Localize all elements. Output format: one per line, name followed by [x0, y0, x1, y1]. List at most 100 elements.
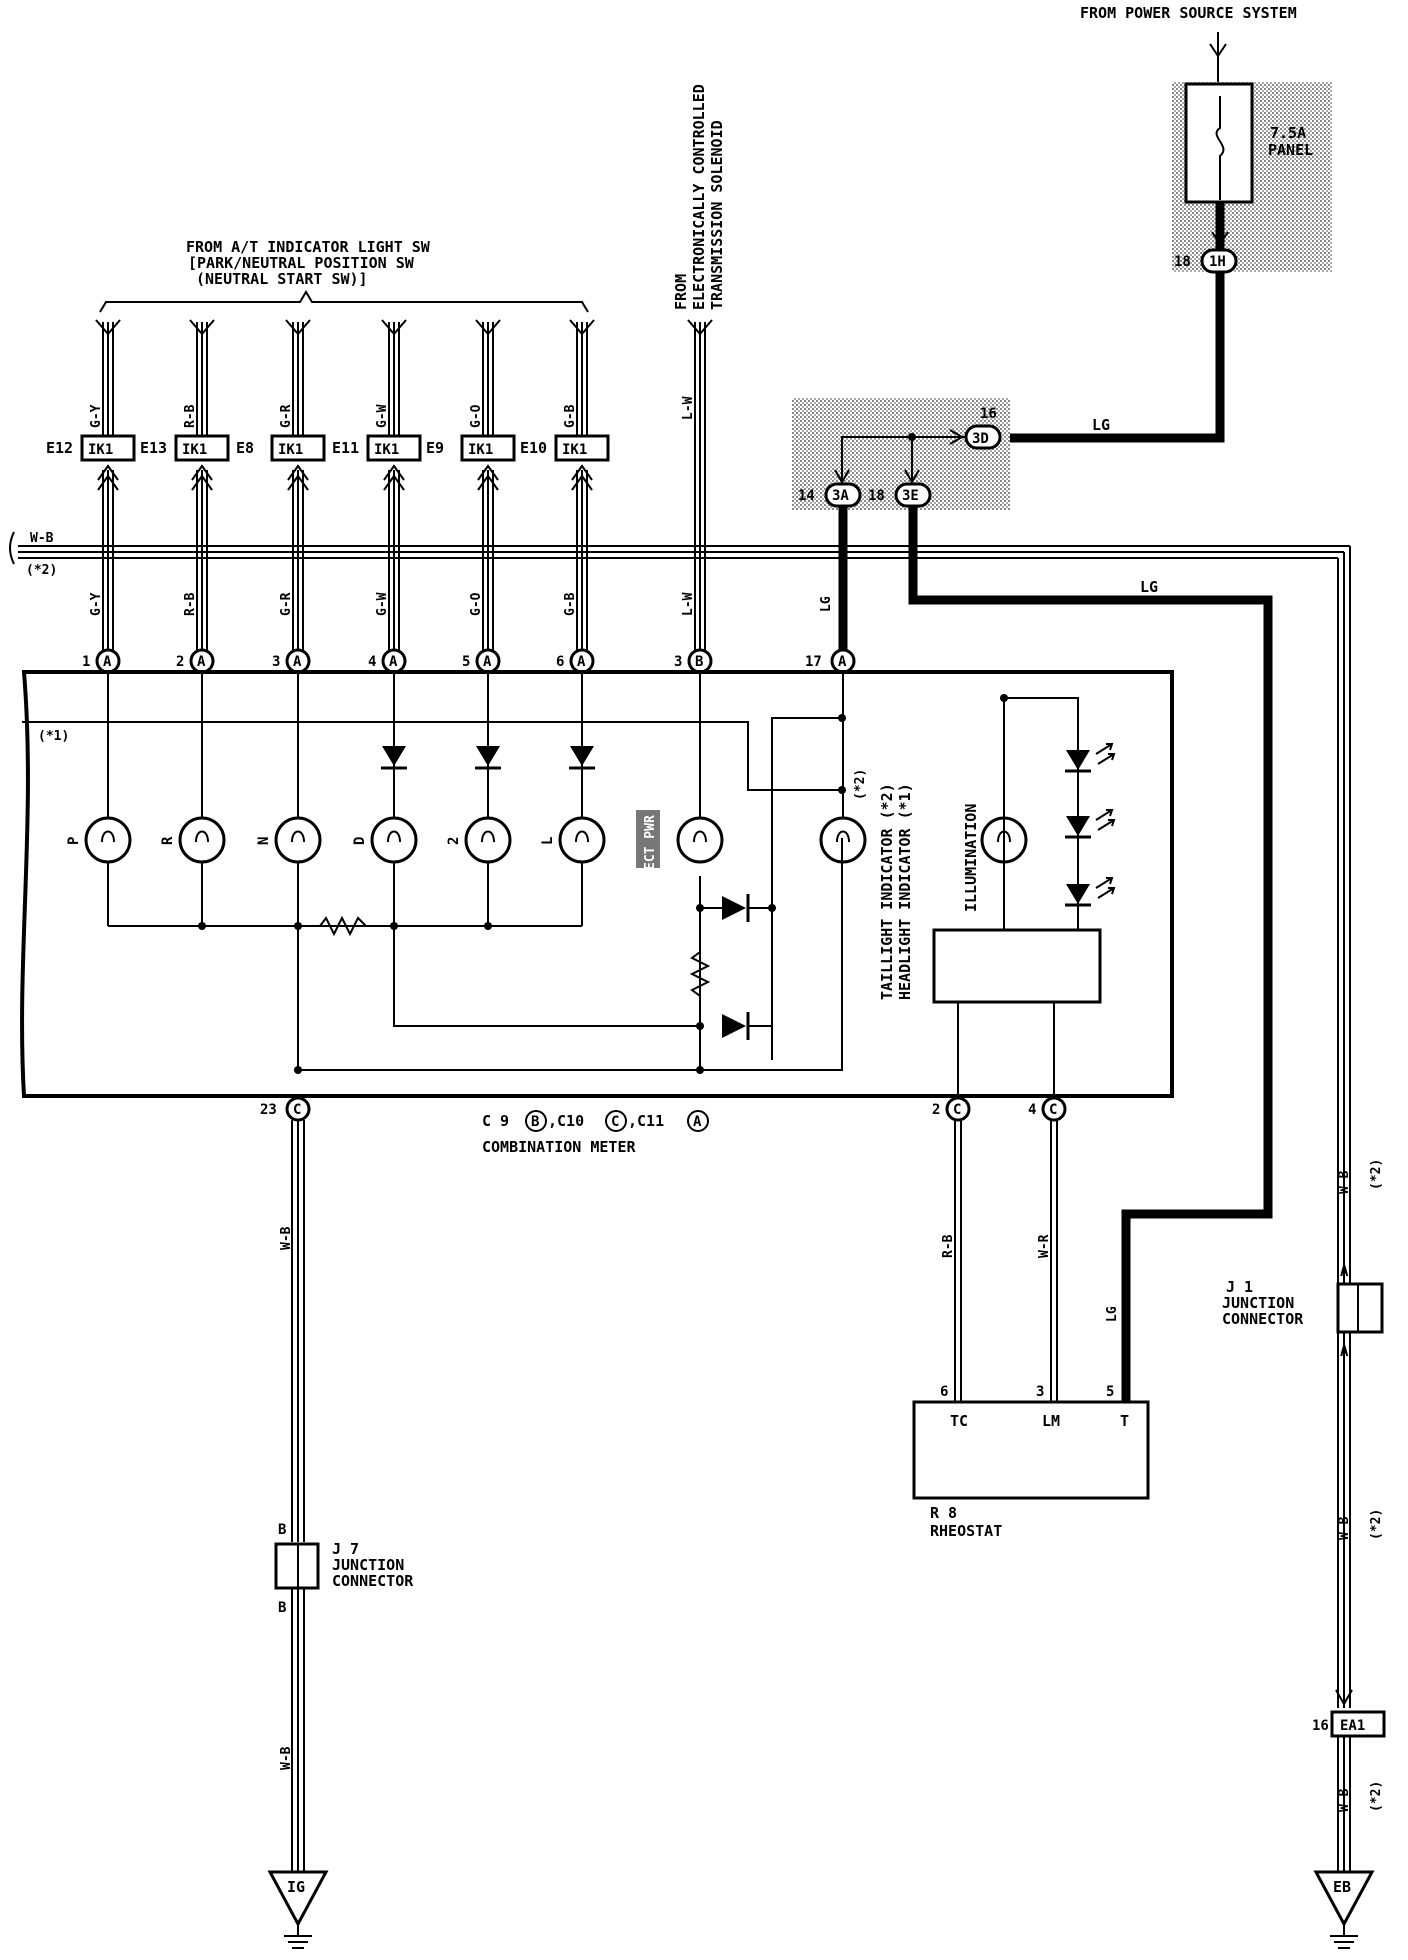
j7-line2: CONNECTOR: [332, 1572, 414, 1590]
headlight-label: HEADLIGHT INDICATOR (*1): [896, 783, 914, 1000]
meter-pin-number: 3: [272, 654, 280, 670]
j7-line1: JUNCTION: [332, 1556, 404, 1574]
lamp-label: 2: [446, 837, 462, 845]
meter-name: COMBINATION METER: [482, 1138, 636, 1156]
arrow-up-icon: [383, 464, 405, 481]
led-icon: [1066, 884, 1090, 904]
wire-color-label: G-O: [469, 404, 484, 428]
ect-pwr-shade: [636, 810, 660, 868]
ect-source-line1: FROM: [672, 274, 690, 310]
indicator-lamp-L: [558, 816, 606, 864]
meter-pin-number: 3: [674, 654, 682, 670]
connector-box: [554, 434, 610, 462]
ground-ig-icon: [267, 1870, 329, 1928]
wire-color-label: G-O: [469, 592, 484, 616]
ground-eb-label: EB: [1333, 1878, 1351, 1896]
rheo-term-T: T: [1120, 1412, 1129, 1430]
arrow-up-icon: [477, 464, 499, 481]
star2-r1: (*2): [1369, 1159, 1384, 1190]
rheo-pin-3: 3: [1036, 1384, 1044, 1400]
connector-box: [174, 434, 230, 462]
meter-c10: ,C10: [548, 1112, 584, 1130]
wire-color-label: G-W: [375, 404, 390, 428]
wire-color-label: R-B: [183, 404, 198, 428]
meter-bottom-pin-letter: C: [1049, 1102, 1057, 1118]
led-icon: [1066, 750, 1090, 770]
meter-bottom-pin-letter: C: [953, 1102, 961, 1118]
rheostat-id: R 8: [930, 1504, 957, 1522]
meter-pin-letter: A: [483, 654, 492, 670]
lg-label-top: LG: [1092, 416, 1110, 434]
j7-pin-top: B: [278, 1522, 286, 1538]
meter-pin-letter: A: [838, 654, 847, 670]
ea1-connector: [1330, 1710, 1386, 1738]
meter-bottom-pin-circle: [945, 1096, 971, 1122]
wb-label-ig: W-B: [279, 1746, 294, 1770]
wire-color-label: G-R: [279, 592, 294, 616]
jb-code-3D: 3D: [972, 431, 989, 447]
meter-bottom-pin-number: 23: [260, 1102, 277, 1118]
rheo-pin-5: 5: [1106, 1384, 1114, 1400]
meter-pin-number: 4: [368, 654, 376, 670]
meter-bottom-pin-circle: [1041, 1096, 1067, 1122]
connector-code: IK1: [182, 442, 207, 458]
meter-pin-number: 5: [462, 654, 470, 670]
rheo-term-LM: LM: [1042, 1412, 1060, 1430]
at-source-line2: [PARK/NEUTRAL POSITION SW: [188, 254, 415, 272]
j1-line2: CONNECTOR: [1222, 1310, 1304, 1328]
wb-label-23c: W-B: [279, 1226, 294, 1250]
meter-bottom-pin-number: 4: [1028, 1102, 1036, 1118]
lamp-label: R: [160, 836, 176, 845]
j1-id: J 1: [1226, 1278, 1253, 1296]
led-icon: [1066, 816, 1090, 836]
resistor-icon: [319, 915, 367, 937]
meter-c10-letter: C: [611, 1114, 619, 1130]
connector-box: [270, 434, 326, 462]
star1-label: (*1): [38, 729, 69, 744]
lamp-label: P: [66, 837, 82, 845]
wire-color-label: G-B: [563, 404, 578, 428]
indicator-lamp-R: [178, 816, 226, 864]
fuse-rating: 7.5A: [1270, 124, 1306, 142]
lamp-label: N: [256, 837, 272, 845]
star2-left: (*2): [26, 563, 57, 578]
meter-pin-letter: B: [695, 654, 703, 670]
indicator-lamp-D: [370, 816, 418, 864]
meter-pin-letter: A: [293, 654, 302, 670]
meter-c11: ,C11: [628, 1112, 664, 1130]
j7-pin-bottom: B: [278, 1600, 286, 1616]
rheostat-box: [912, 1400, 1150, 1500]
lamp-label: L: [540, 837, 556, 845]
led-array: [1065, 743, 1116, 907]
ground-eb-icon: [1313, 1870, 1375, 1928]
rheostat-name: RHEOSTAT: [930, 1522, 1002, 1540]
j7-id: J 7: [332, 1540, 359, 1558]
connector-id: E13: [140, 439, 167, 457]
j1-connector: [1336, 1282, 1384, 1334]
wire-color-label: G-R: [279, 404, 294, 428]
j1-line1: JUNCTION: [1222, 1294, 1294, 1312]
arrow-up-icon: [191, 464, 213, 481]
diode-icon: [570, 746, 594, 766]
connector-code: IK1: [374, 442, 399, 458]
wire-color-label: G-B: [563, 592, 578, 616]
ect-pwr-label: ECT PWR: [643, 815, 658, 870]
arrow-up-icon: [97, 464, 119, 481]
ea1-code: EA1: [1340, 1718, 1365, 1734]
meter-c11-letter: A: [693, 1114, 702, 1130]
arrow-up-icon: [571, 464, 593, 481]
at-source-line1: FROM A/T INDICATOR LIGHT SW: [186, 238, 431, 256]
j1-pin-bottom: A: [1340, 1344, 1349, 1360]
lg-label-17: LG: [819, 596, 834, 612]
jb-pin-18: 18: [868, 488, 885, 504]
meter-pin-letter: A: [577, 654, 586, 670]
connector-box: [80, 434, 136, 462]
fuse-icon: [1215, 96, 1225, 200]
jb-code-3E: 3E: [902, 488, 919, 504]
ect-pwr-lamp: [676, 816, 724, 864]
rheo-term-TC: TC: [950, 1412, 968, 1430]
indicator-lamp-P: [84, 816, 132, 864]
jb-pin-14: 14: [798, 488, 815, 504]
